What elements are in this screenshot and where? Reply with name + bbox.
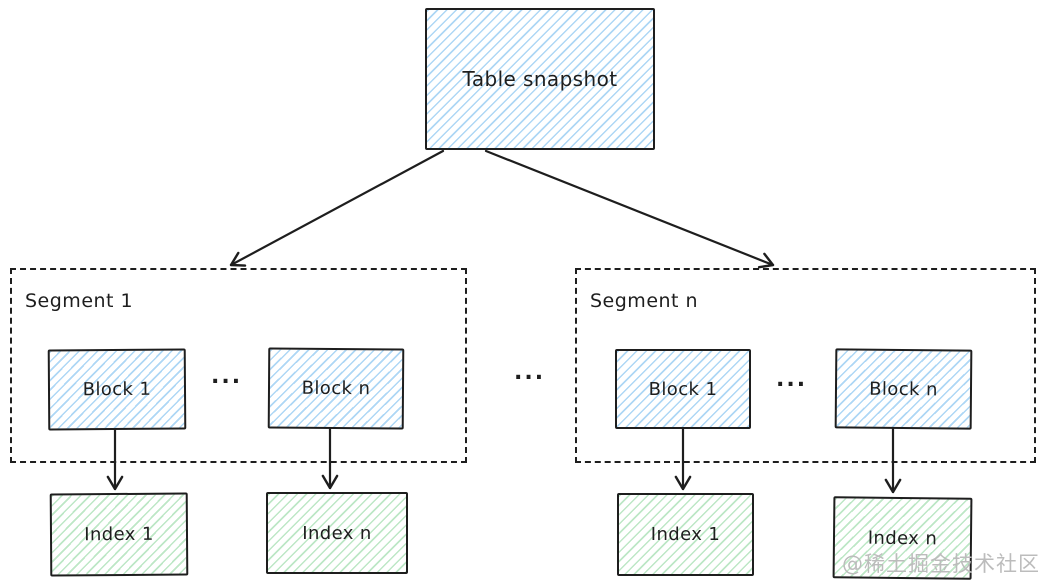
arrow-snapshot-to-segment-1	[229, 149, 445, 267]
ellipsis-blocks-segment-n: ...	[776, 367, 808, 392]
block-node: Block n	[834, 348, 973, 430]
segment-1-label: Segment 1	[25, 290, 134, 312]
ellipsis-segments: ...	[514, 360, 546, 385]
block-node: Block 1	[47, 348, 187, 431]
block-label: Block 1	[648, 378, 718, 400]
block-label: Block n	[869, 378, 938, 400]
block-node: Block n	[267, 347, 405, 430]
table-snapshot-label: Table snapshot	[462, 67, 618, 91]
block-node: Block 1	[615, 349, 751, 429]
ellipsis-blocks-segment-1: ...	[211, 364, 243, 389]
index-node: Index 1	[49, 492, 189, 577]
index-label: Index 1	[84, 523, 154, 546]
segment-n-box: Segment n	[575, 268, 1036, 463]
segment-n-label: Segment n	[590, 290, 699, 312]
segment-1-box: Segment 1	[10, 268, 467, 463]
index-label: Index n	[302, 522, 372, 544]
watermark: @稀土掘金技术社区	[842, 552, 1040, 576]
index-label: Index 1	[650, 524, 721, 545]
table-snapshot-node: Table snapshot	[425, 8, 655, 150]
index-node: Index n	[266, 492, 408, 574]
index-label: Index n	[867, 527, 938, 549]
block-label: Block n	[301, 377, 371, 400]
block-label: Block 1	[82, 378, 152, 401]
index-node: Index 1	[617, 493, 754, 576]
arrow-snapshot-to-segment-n	[484, 149, 775, 269]
